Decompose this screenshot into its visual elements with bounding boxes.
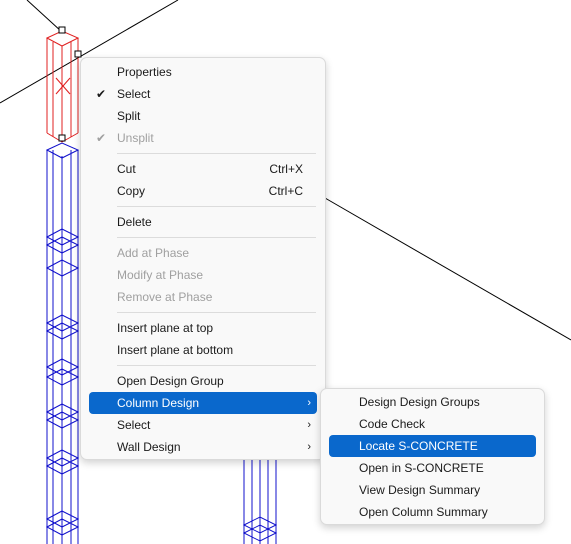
menu-separator — [117, 153, 316, 154]
menu-item-label: Copy — [117, 184, 146, 198]
menu-item-label: Cut — [117, 162, 136, 176]
menu-item-copy[interactable]: Copy Ctrl+C — [89, 180, 317, 202]
submenu-arrow-icon: › — [307, 419, 311, 431]
submenu-item-open-in-s-concrete[interactable]: Open in S-CONCRETE — [329, 457, 536, 479]
grip-handle[interactable] — [74, 50, 82, 58]
reference-line — [0, 0, 179, 104]
menu-item-label: Open Column Summary — [359, 505, 488, 519]
submenu-item-code-check[interactable]: Code Check — [329, 413, 536, 435]
menu-item-label: Open in S-CONCRETE — [359, 461, 484, 475]
menu-separator — [117, 365, 316, 366]
menu-item-wall-design[interactable]: Wall Design › — [89, 436, 317, 458]
column-stack-secondary[interactable] — [242, 458, 278, 544]
menu-item-label: Properties — [117, 65, 172, 79]
menu-item-label: Remove at Phase — [117, 290, 213, 304]
menu-item-modify-at-phase: Modify at Phase — [89, 264, 317, 286]
menu-item-label: Design Design Groups — [359, 395, 480, 409]
menu-item-insert-plane-at-top[interactable]: Insert plane at top — [89, 317, 317, 339]
menu-item-add-at-phase: Add at Phase — [89, 242, 317, 264]
menu-item-label: Wall Design — [117, 440, 181, 454]
menu-item-label: Unsplit — [117, 131, 154, 145]
submenu-item-locate-s-concrete[interactable]: Locate S-CONCRETE — [329, 435, 536, 457]
menu-item-properties[interactable]: Properties — [89, 61, 317, 83]
submenu-item-design-design-groups[interactable]: Design Design Groups — [329, 391, 536, 413]
menu-item-split[interactable]: Split — [89, 105, 317, 127]
menu-item-remove-at-phase: Remove at Phase — [89, 286, 317, 308]
menu-item-label: Insert plane at top — [117, 321, 214, 335]
selected-column-segment[interactable] — [45, 30, 80, 143]
menu-item-label: Split — [117, 109, 141, 123]
column-stack[interactable] — [45, 142, 80, 544]
reference-line — [26, 0, 63, 33]
menu-item-label: Select — [117, 418, 151, 432]
reference-line — [324, 197, 571, 341]
grip-handle[interactable] — [58, 26, 66, 34]
shortcut-label: Ctrl+C — [268, 184, 303, 198]
menu-item-label: Column Design — [117, 396, 200, 410]
submenu-arrow-icon: › — [307, 441, 311, 453]
menu-item-label: Code Check — [359, 417, 426, 431]
submenu-item-view-design-summary[interactable]: View Design Summary — [329, 479, 536, 501]
menu-item-insert-plane-at-bottom[interactable]: Insert plane at bottom — [89, 339, 317, 361]
checkmark-icon: ✔ — [95, 87, 107, 101]
menu-separator — [117, 206, 316, 207]
menu-item-label: Delete — [117, 215, 152, 229]
menu-item-delete[interactable]: Delete — [89, 211, 317, 233]
menu-item-label: Add at Phase — [117, 246, 190, 260]
checkmark-icon: ✔ — [95, 131, 107, 145]
menu-item-label: Open Design Group — [117, 374, 224, 388]
menu-item-label: Locate S-CONCRETE — [359, 439, 478, 453]
menu-item-open-design-group[interactable]: Open Design Group — [89, 370, 317, 392]
menu-item-cut[interactable]: Cut Ctrl+X — [89, 158, 317, 180]
menu-separator — [117, 237, 316, 238]
submenu-item-open-column-summary[interactable]: Open Column Summary — [329, 501, 536, 523]
menu-item-label: Select — [117, 87, 151, 101]
menu-separator — [117, 312, 316, 313]
menu-item-column-design[interactable]: Column Design › — [89, 392, 317, 414]
submenu-arrow-icon: › — [307, 397, 311, 409]
grip-handle[interactable] — [58, 134, 66, 142]
menu-item-label: Insert plane at bottom — [117, 343, 234, 357]
shortcut-label: Ctrl+X — [269, 162, 303, 176]
menu-item-unsplit: ✔ Unsplit — [89, 127, 317, 149]
menu-item-label: View Design Summary — [359, 483, 481, 497]
menu-item-label: Modify at Phase — [117, 268, 204, 282]
menu-item-select[interactable]: ✔ Select — [89, 83, 317, 105]
menu-item-select[interactable]: Select › — [89, 414, 317, 436]
